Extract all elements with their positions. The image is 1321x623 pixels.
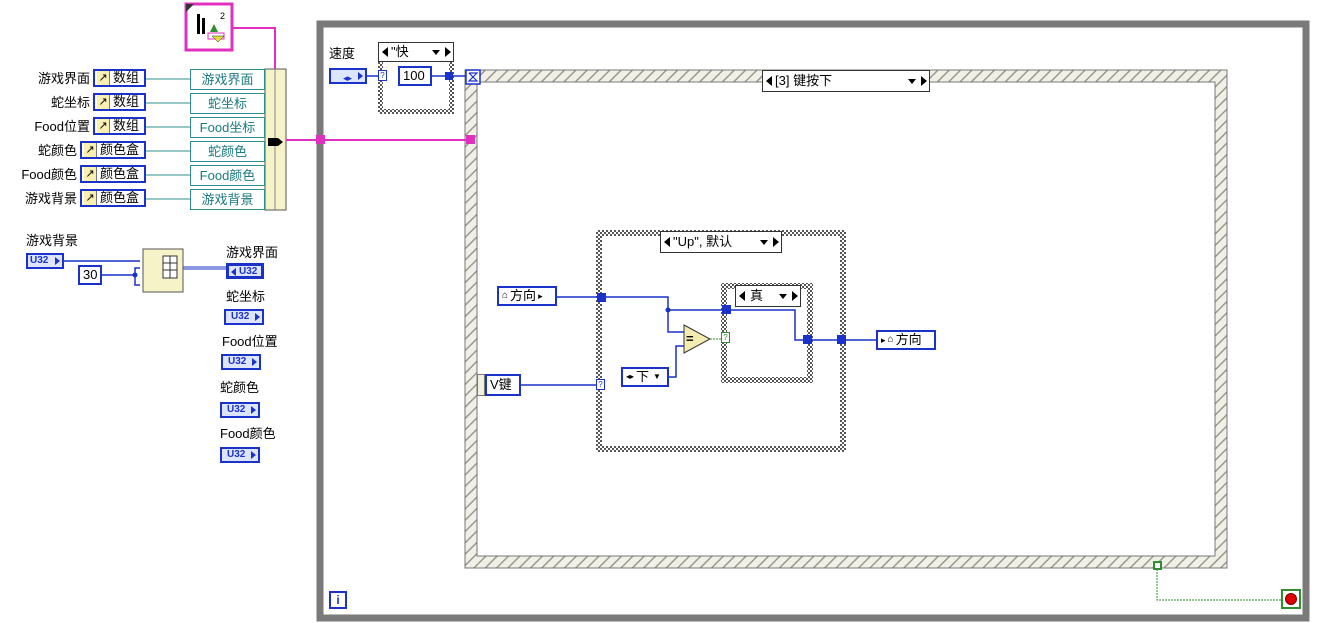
control-label-snake-coords: 蛇坐标 [50,95,90,110]
prev-case-icon [766,76,772,86]
event-case-selector[interactable]: [3] 键按下 [762,70,930,92]
reference-icon: ↗ [84,191,97,205]
bundle-node[interactable] [264,68,287,211]
color-ref-food-color[interactable]: ↗颜色盒 [80,165,146,183]
stop-wire [1156,566,1283,601]
snake-color-indicator[interactable]: U32 [220,402,260,418]
control-label-game-screen: 游戏界面 [37,71,90,86]
down-enum-constant[interactable]: ◂▸ 下 ▼ [621,367,669,387]
bundle-field-game-bg[interactable]: 游戏背景 [190,189,265,210]
timeout-hourglass-icon [465,69,481,85]
reference-icon: ↗ [97,71,110,85]
right-triangle-icon [251,406,256,414]
bundle-field-game-screen[interactable]: 游戏界面 [190,69,265,90]
dropdown-icon [779,293,787,299]
speed-label: 速度 [329,46,356,61]
array-ref-snake-coords[interactable]: ↗数组 [93,93,146,111]
init-bg-control[interactable]: U32 [26,253,64,269]
init-indicator-label-3: 蛇颜色 [220,380,260,395]
home-icon: ⌂ [502,290,509,301]
stop-terminal[interactable] [1281,589,1301,609]
control-wires [146,78,190,200]
food-color-indicator[interactable]: U32 [220,447,260,463]
case-selector-terminal: ? [378,70,387,81]
init-indicator-label-1: 蛇坐标 [226,289,266,304]
dropdown-icon: ▼ [653,372,661,381]
speed-case-selector[interactable]: "快 [378,42,454,62]
control-label-food-color: Food颜色 [21,167,77,182]
next-case-icon [445,47,451,57]
bool-selector-terminal: ? [721,332,730,343]
dropdown-icon [908,78,916,84]
bool-case-selector[interactable]: 真 [735,285,801,307]
next-case-icon [773,237,779,247]
food-pos-indicator[interactable]: U32 [221,354,261,370]
right-triangle-icon: ▸ [538,291,543,301]
prev-case-icon [382,47,388,57]
equal-comparator[interactable] [683,324,712,354]
loop-iteration-terminal: i [329,591,347,609]
left-triangle-icon [231,268,236,276]
next-case-icon [921,76,927,86]
init-wires [64,260,140,286]
enum-arrows-icon: ◂▸ [343,73,353,83]
right-triangle-icon [55,257,60,265]
control-label-food-pos: Food位置 [34,119,90,134]
reference-icon: ↗ [84,143,97,157]
while-loop[interactable] [316,20,1310,622]
bundle-field-food-coords[interactable]: Food坐标 [190,117,265,138]
snake-coords-indicator[interactable]: U32 [224,309,264,325]
reference-icon: ↗ [84,167,97,181]
equal-symbol: = [686,331,694,346]
color-ref-snake-color[interactable]: ↗颜色盒 [80,141,146,159]
init-indicator-label-4: Food颜色 [220,426,276,441]
home-icon: ⌂ [887,334,894,345]
wait-ms-constant[interactable]: 100 [398,66,432,86]
event-data-node[interactable] [477,374,485,396]
right-triangle-icon [255,313,260,321]
color-ref-game-bg[interactable]: ↗颜色盒 [80,189,146,207]
event-register-icon[interactable] [184,2,234,52]
control-label-game-bg: 游戏背景 [24,191,77,206]
next-case-icon [792,291,798,301]
right-triangle-icon [252,358,257,366]
init-indicator-label-2: Food位置 [222,334,278,349]
dropdown-icon [432,49,440,55]
bundle-field-snake-color[interactable]: 蛇颜色 [190,141,265,162]
game-screen-indicator[interactable]: U32 [226,263,264,279]
event-ref-count: 2 [220,11,226,21]
grid-size-constant[interactable]: 30 [78,265,102,285]
array-ref-food-pos[interactable]: ↗数组 [93,117,146,135]
right-triangle-icon [251,451,256,459]
vkey-terminal[interactable]: V键 [485,374,521,396]
bundle-field-snake-coords[interactable]: 蛇坐标 [190,93,265,114]
prev-case-icon [739,291,745,301]
control-label-snake-color: 蛇颜色 [37,143,77,158]
enum-arrows-icon: ◂▸ [626,372,635,381]
case-selector-terminal: ? [596,379,605,390]
array-ref-game-screen[interactable]: ↗数组 [93,69,146,87]
speed-enum-control[interactable]: ◂▸ [329,68,367,84]
initialize-array-node[interactable] [142,248,184,293]
direction-local-write[interactable]: ▸ ⌂ 方向 [876,330,936,350]
init-bg-label: 游戏背景 [26,233,79,248]
direction-local-read[interactable]: ⌂ 方向 ▸ [497,286,557,306]
dropdown-icon [760,239,768,245]
reference-icon: ↗ [97,119,110,133]
left-triangle-icon: ▸ [881,335,886,345]
right-triangle-icon [358,72,363,80]
prev-case-icon [664,237,670,247]
up-case-selector[interactable]: "Up", 默认 [660,231,782,253]
bundle-field-food-color[interactable]: Food颜色 [190,165,265,186]
init-indicator-label-0: 游戏界面 [226,245,279,260]
reference-icon: ↗ [97,95,110,109]
direction-wires [520,296,877,386]
